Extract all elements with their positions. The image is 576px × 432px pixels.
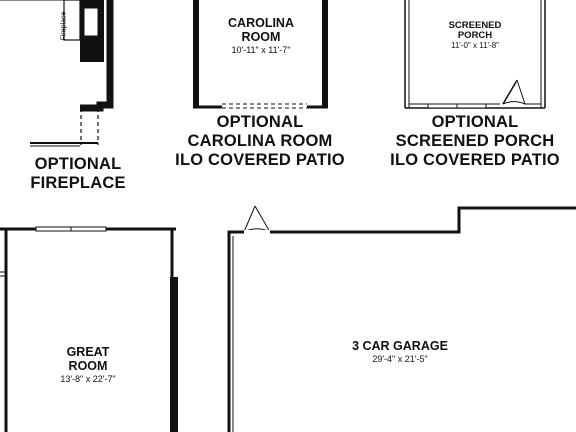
garage-walls [227,206,576,432]
carolina-room-plan [193,0,328,109]
great-room-name-line2: ROOM [68,359,108,373]
fireplace-wall [80,0,114,112]
screened-porch-name-line1: SCREENED [448,20,502,31]
carolina-caption-line1: OPTIONAL [216,113,304,131]
screened-porch-name-line2: PORCH [457,30,493,41]
fireplace-caption-line2: FIREPLACE [30,174,126,192]
firebox-opening [83,7,99,37]
great-room-plan [0,226,178,432]
garage-door-opening [244,230,270,234]
porch-door-swing [502,79,526,105]
porch-caption-line2: SCREENED PORCH [395,132,555,150]
hearth-outline [63,0,81,41]
carolina-caption-line3: ILO COVERED PATIO [175,151,345,169]
great-room-right-wall-thick [170,277,178,432]
fireplace-plan [0,0,114,147]
porch-caption-line1: OPTIONAL [431,113,519,131]
garage-dims: 29'-4" x 21'-5" [372,354,428,364]
great-room-name-line1: GREAT [66,345,110,359]
garage-door-leaf [254,205,271,233]
carolina-room-name-line1: CAROLINA [228,16,294,30]
porch-door-leaf [502,81,517,105]
garage-plan [227,205,576,432]
carolina-room-name-line2: ROOM [241,30,281,44]
carolina-room-dims: 10'-11" x 11'-7" [231,45,291,55]
porch-caption-line3: ILO COVERED PATIO [390,151,560,169]
carolina-caption-line2: CAROLINA ROOM [187,132,333,150]
garage-name: 3 CAR GARAGE [352,339,448,353]
carolina-walls [193,0,328,108]
fireplace-tag: Fireplace [60,11,68,41]
screened-porch-dims: 11'-0" x 11'-8" [450,41,499,50]
screened-porch-plan [404,0,546,109]
great-room-dims: 13'-8" x 22'-7" [60,374,116,384]
fireplace-caption-line1: OPTIONAL [34,155,122,173]
